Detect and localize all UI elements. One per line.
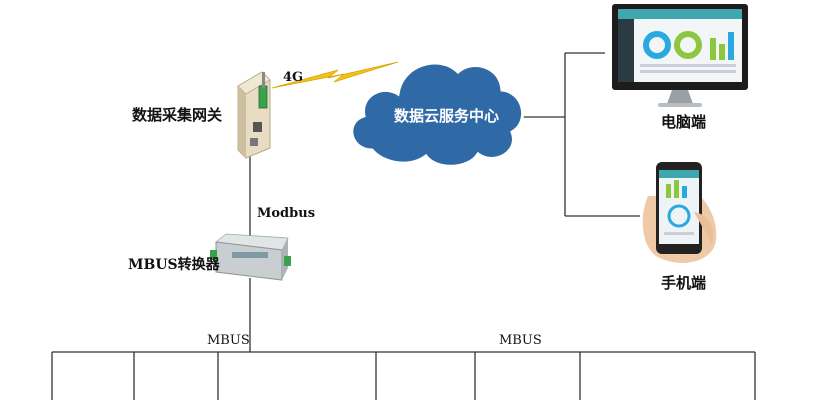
mobile-client-label: 手机端	[661, 274, 707, 292]
converter-device-icon	[210, 233, 291, 281]
modbus-label: Modbus	[257, 206, 316, 221]
mbus-left-label: MBUS	[207, 333, 250, 348]
monitor-icon	[612, 4, 748, 107]
wireless-4g-label: 4G	[283, 70, 304, 85]
dashboard-header	[618, 9, 742, 19]
mbus-converter-label: MBUS转换器	[128, 257, 220, 273]
cloud-icon	[350, 61, 524, 168]
lightning-icon	[271, 61, 399, 89]
phone-icon	[642, 162, 717, 263]
mbus-right-label: MBUS	[499, 333, 542, 348]
gateway-label: 数据采集网关	[132, 106, 223, 124]
dashboard-sidebar	[618, 19, 634, 82]
donut-chart-1	[643, 31, 671, 59]
pc-client-label: 电脑端	[661, 113, 707, 131]
cloud-service-label: 数据云服务中心	[394, 107, 500, 125]
gauge-icon	[667, 204, 691, 228]
gateway-device-icon	[237, 71, 271, 159]
donut-chart-2	[674, 31, 702, 59]
